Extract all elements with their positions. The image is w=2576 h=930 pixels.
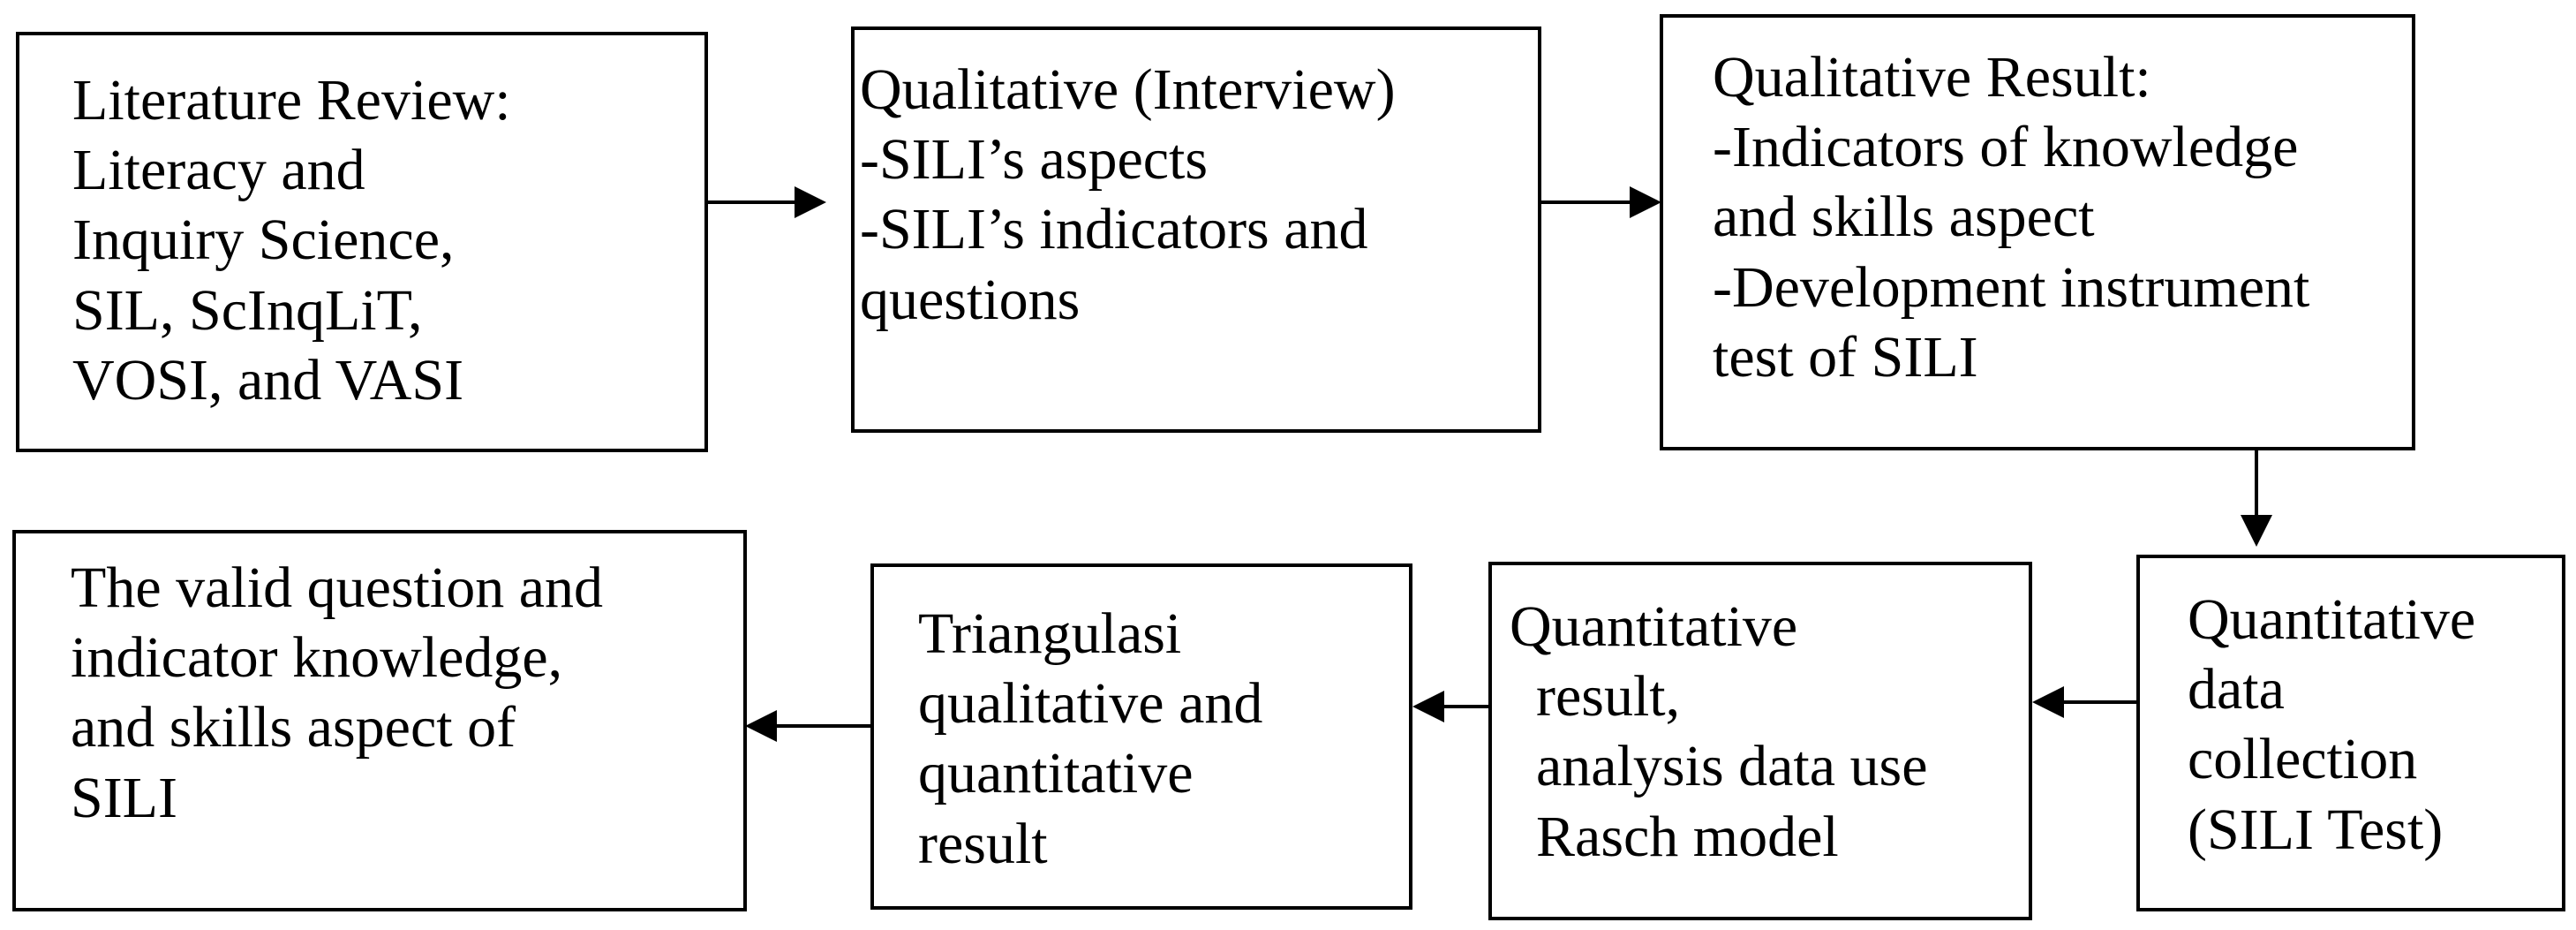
box-text-line: SIL, ScInqLiT, xyxy=(72,277,423,343)
box-text-line: -SILI’s aspects xyxy=(860,127,1209,193)
box-text-line: Qualitative (Interview) xyxy=(860,57,1396,122)
box-text-line: and skills aspect xyxy=(1713,185,2095,250)
box-qualitative-result: Qualitative Result: -Indicators of knowl… xyxy=(1660,14,2415,450)
box-text-line: -SILI’s indicators and xyxy=(860,197,1368,262)
box-text-line: Quantitative xyxy=(2188,587,2476,652)
arrow-data-collection-to-quantitative-result xyxy=(2032,686,2138,718)
box-text-line: (SILI Test) xyxy=(2188,797,2444,862)
box-text-line: VOSI, and VASI xyxy=(72,347,464,412)
box-text-line: Quantitative xyxy=(1510,594,1798,659)
box-text-line: -Indicators of knowledge xyxy=(1713,115,2299,180)
box-text-line: Rasch model xyxy=(1536,804,1839,869)
box-text-line: Literacy and xyxy=(72,138,365,203)
arrow-result-to-data-collection xyxy=(2241,450,2272,547)
arrow-literature-to-interview xyxy=(706,186,826,218)
box-text-line: Triangulasi xyxy=(918,601,1182,666)
box-text-line: Literature Review: xyxy=(72,68,511,132)
box-text-line: analysis data use xyxy=(1536,734,1928,799)
box-text-line: indicator knowledge, xyxy=(71,625,563,691)
box-valid-question: The valid question and indicator knowled… xyxy=(12,530,747,911)
box-text-line: test of SILI xyxy=(1713,324,1978,389)
arrow-interview-to-result xyxy=(1541,186,1661,218)
box-text-line: Qualitative Result: xyxy=(1713,45,2151,110)
box-text-line: SILI xyxy=(71,765,177,830)
box-text-line: questions xyxy=(860,267,1081,332)
box-text-line: quantitative xyxy=(918,741,1194,806)
box-text-line: The valid question and xyxy=(71,556,604,620)
box-text-line: result xyxy=(918,811,1048,876)
box-quantitative-result: Quantitative result, analysis data use R… xyxy=(1488,562,2032,920)
box-text-line: data xyxy=(2188,657,2285,722)
box-text-line: -Development instrument xyxy=(1713,254,2310,320)
box-text-line: result, xyxy=(1536,664,1681,730)
box-text-line: collection xyxy=(2188,727,2418,792)
box-literature-review: Literature Review: Literacy and Inquiry … xyxy=(16,32,708,452)
box-triangulasi: Triangulasi qualitative and quantitative… xyxy=(870,563,1412,910)
box-text-line: and skills aspect of xyxy=(71,695,516,760)
arrow-triangulasi-to-valid-question xyxy=(745,710,872,742)
box-qualitative-interview: Qualitative (Interview) -SILI’s aspects … xyxy=(851,26,1541,433)
arrow-quantitative-result-to-triangulasi xyxy=(1412,691,1490,722)
box-text-line: Inquiry Science, xyxy=(72,208,455,273)
box-quantitative-data-collection: Quantitative data collection (SILI Test) xyxy=(2136,555,2565,911)
box-text-line: qualitative and xyxy=(918,671,1263,737)
